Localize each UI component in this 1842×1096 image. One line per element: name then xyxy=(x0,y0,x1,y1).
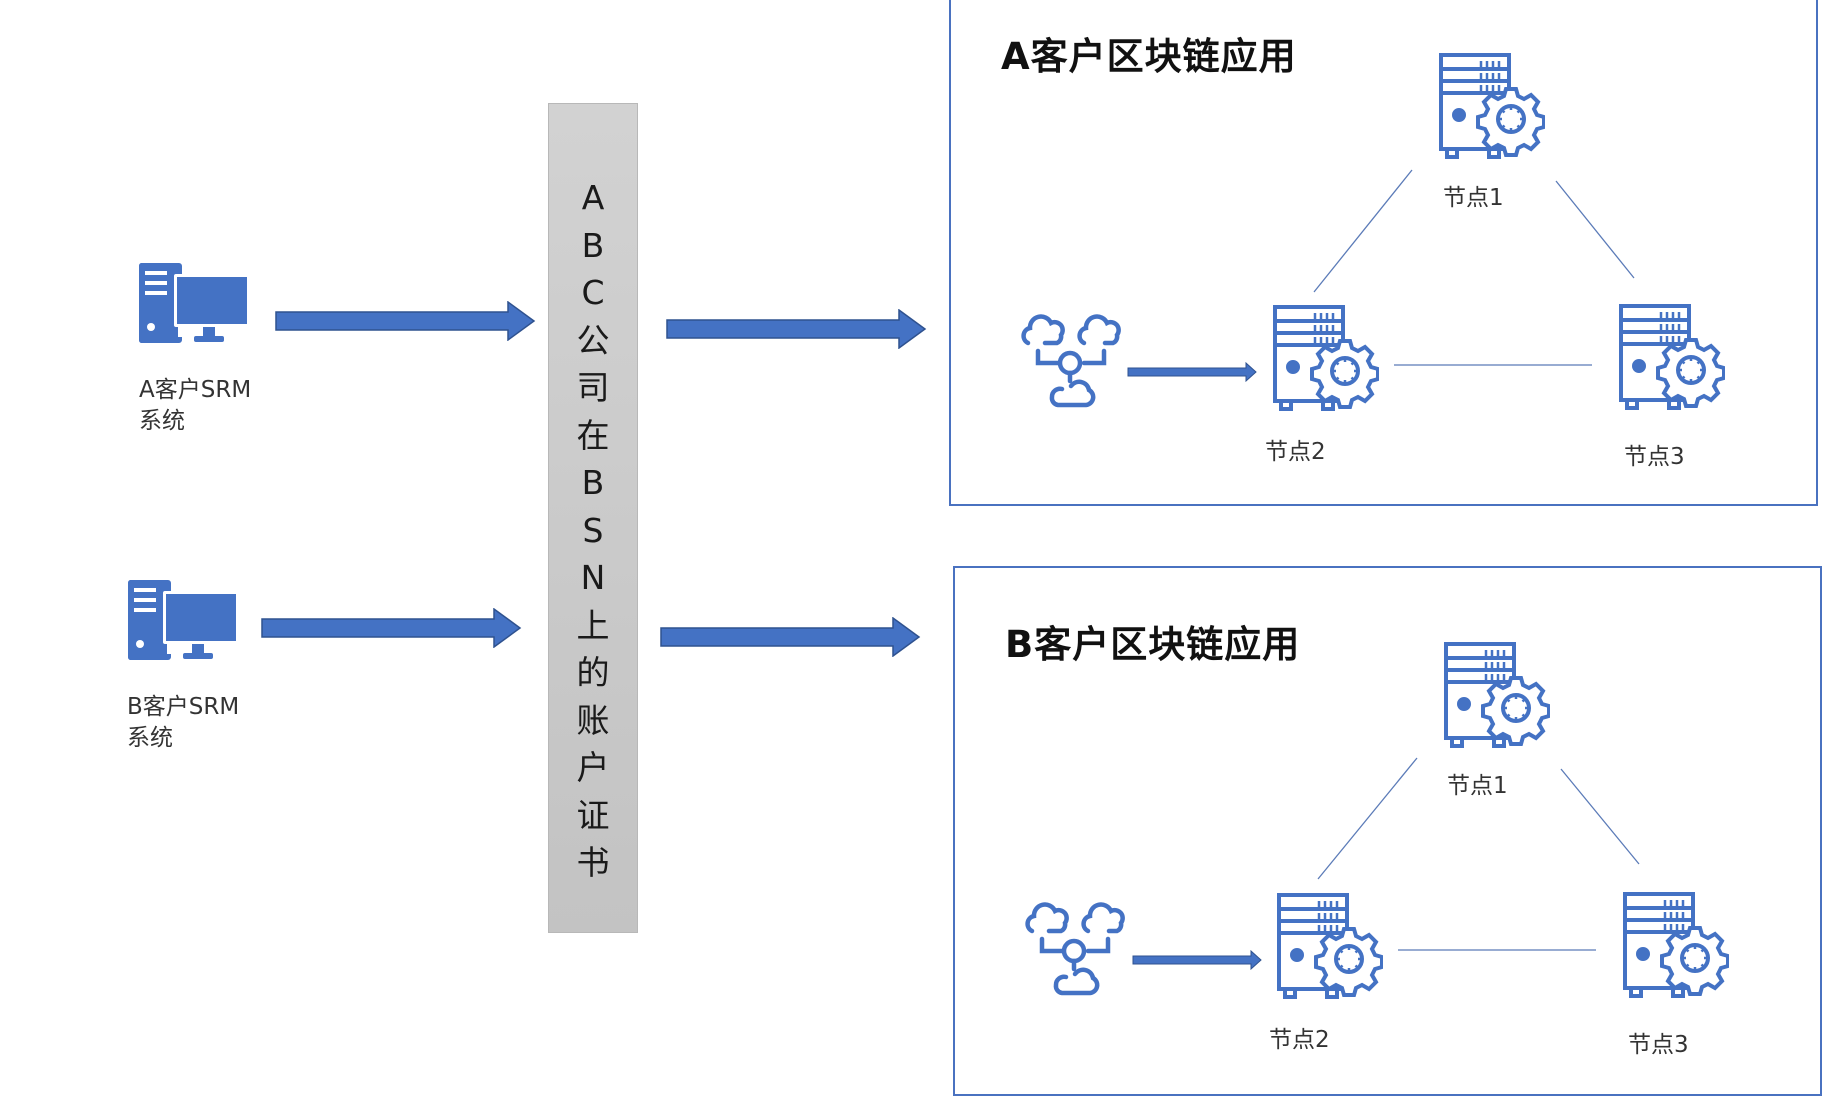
chain-a-node3-label: 节点3 xyxy=(1624,444,1685,470)
cloud-network-icon xyxy=(1018,307,1122,411)
client-b-label-line1: B客户SRM xyxy=(127,694,240,720)
chain-b-node1-label: 节点1 xyxy=(1447,773,1508,799)
arrow-cloud-to-node2 xyxy=(1131,950,1263,970)
certificate-bar-char: 账 xyxy=(576,700,610,740)
client-a-label-line1: A客户SRM xyxy=(139,377,252,403)
server-node-icon xyxy=(1275,891,1383,1003)
client-a-label: A客户SRM 系统 xyxy=(139,375,251,437)
chain-b-title: B客户区块链应用 xyxy=(1005,623,1301,666)
certificate-bar-char: 证 xyxy=(576,795,610,835)
server-node-icon xyxy=(1621,890,1729,1002)
chain-b-node3-label: 节点3 xyxy=(1628,1032,1689,1058)
certificate-bar-char: S xyxy=(582,510,604,550)
server-node-icon xyxy=(1617,302,1725,414)
certificate-bar-char: A xyxy=(581,178,605,217)
server-node-icon xyxy=(1271,303,1379,415)
chain-a-node1-label: 节点1 xyxy=(1443,185,1504,211)
client-b-group xyxy=(128,578,238,666)
arrow-certificate-to-chain-b xyxy=(659,617,921,657)
client-a-label-line2: 系统 xyxy=(139,408,185,434)
certificate-bar-char: 上 xyxy=(576,605,610,645)
certificate-bar-char: 的 xyxy=(576,653,610,692)
arrow-client-a-to-certificate xyxy=(274,301,536,341)
certificate-bar-char: 书 xyxy=(576,843,610,882)
certificate-bar-char: 司 xyxy=(576,368,610,407)
client-b-label: B客户SRM 系统 xyxy=(127,692,239,754)
arrow-certificate-to-chain-a xyxy=(665,309,927,349)
certificate-bar-char: B xyxy=(581,225,605,265)
desktop-computer-icon xyxy=(139,261,249,345)
certificate-bar-char: 在 xyxy=(576,415,610,455)
desktop-computer-icon xyxy=(128,578,238,662)
certificate-bar-char: B xyxy=(581,463,605,502)
chain-a-title: A客户区块链应用 xyxy=(1001,35,1297,78)
chain-a-node2-label: 节点2 xyxy=(1265,439,1326,465)
chain-b-node2-label: 节点2 xyxy=(1269,1027,1330,1053)
certificate-bar-char: C xyxy=(581,273,605,312)
cloud-network-icon xyxy=(1022,895,1126,999)
server-node-icon xyxy=(1437,51,1545,163)
client-b-label-line2: 系统 xyxy=(127,725,173,751)
chain-a-box xyxy=(949,0,1818,506)
client-a-group xyxy=(139,261,249,349)
arrow-client-b-to-certificate xyxy=(260,608,522,648)
certificate-bar-char: N xyxy=(580,558,606,597)
certificate-bar-char: 户 xyxy=(576,748,610,787)
certificate-bar-char: 公 xyxy=(576,320,610,360)
server-node-icon xyxy=(1442,640,1550,752)
arrow-cloud-to-node2 xyxy=(1126,362,1258,382)
